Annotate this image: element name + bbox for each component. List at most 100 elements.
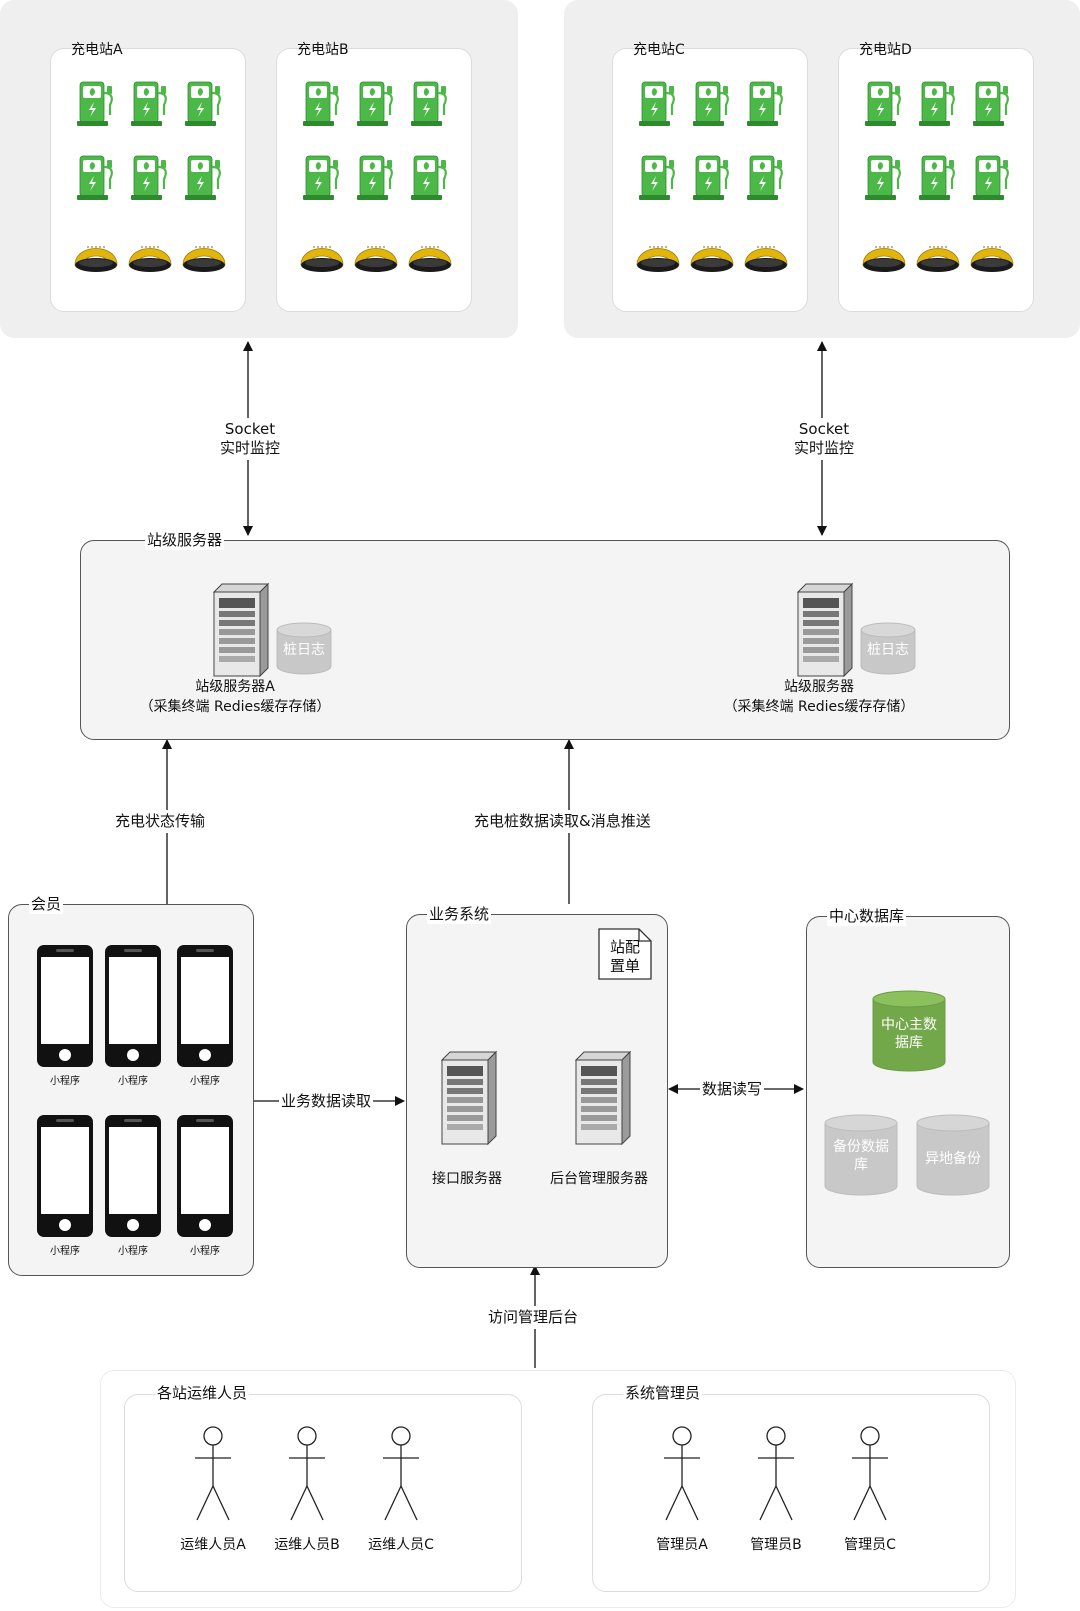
server-a-icon: [212, 582, 270, 680]
person-icon: [287, 1426, 327, 1526]
charger-icon: [303, 155, 343, 205]
charger-icon: [693, 81, 733, 131]
mobile-phone-icon: [104, 944, 162, 1072]
parking-lock-icon: [743, 235, 789, 279]
person-icon: [381, 1426, 421, 1526]
mini-program-label: 小程序: [118, 1076, 148, 1087]
ops-person-label: 运维人员A: [180, 1537, 246, 1553]
charger-icon: [865, 81, 905, 131]
charger-icon: [747, 155, 787, 205]
backup-db-line1: 备份数据: [833, 1139, 889, 1155]
parking-lock-icon: [635, 235, 681, 279]
station-b: 充电站B: [276, 42, 472, 312]
charger-icon: [973, 81, 1013, 131]
server-b-desc: （采集终端 Redies缓存存储）: [723, 699, 915, 715]
admin-person-label: 管理员A: [656, 1537, 708, 1553]
charger-icon: [693, 155, 733, 205]
member-label: 会员: [29, 894, 64, 914]
station-d-label: 充电站D: [859, 42, 912, 58]
api-server-icon: [440, 1050, 498, 1148]
socket-left-line1: Socket: [224, 420, 276, 438]
backup-db-label: 备份数据 库: [824, 1138, 898, 1174]
log-db-a-icon: [276, 622, 332, 678]
mobile-phone-icon: [176, 1114, 234, 1242]
server-a-desc: （采集终端 Redies缓存存储）: [139, 699, 331, 715]
mini-program-label: 小程序: [190, 1246, 220, 1257]
charger-icon: [973, 155, 1013, 205]
socket-right-line2: 实时监控: [793, 439, 854, 457]
admin-person-label: 管理员B: [750, 1537, 802, 1553]
person-icon: [756, 1426, 796, 1526]
station-c-label: 充电站C: [633, 42, 685, 58]
charger-icon: [865, 155, 905, 205]
admin-server-label: 后台管理服务器: [550, 1171, 648, 1187]
socket-left-line2: 实时监控: [219, 439, 280, 457]
parking-lock-icon: [969, 235, 1015, 279]
config-doc-line1: 站配: [609, 938, 640, 956]
biz-data-label: 业务数据读取: [279, 1090, 374, 1113]
mobile-phone-icon: [36, 944, 94, 1072]
charger-icon: [919, 81, 959, 131]
charger-icon: [411, 155, 451, 205]
charger-icon: [357, 155, 397, 205]
main-db-line1: 中心主数: [881, 1017, 937, 1033]
parking-lock-icon: [127, 235, 173, 279]
config-doc-icon: [598, 928, 652, 984]
remote-backup-icon: [916, 1114, 990, 1200]
station-a: 充电站A: [50, 42, 246, 312]
server-b-name: 站级服务器: [784, 679, 854, 695]
charger-icon: [131, 155, 171, 205]
business-label: 业务系统: [427, 904, 492, 924]
charger-icon: [77, 155, 117, 205]
person-icon: [850, 1426, 890, 1526]
mini-program-label: 小程序: [190, 1076, 220, 1087]
charger-icon: [639, 81, 679, 131]
backup-db-icon: [824, 1114, 898, 1200]
admins-label: 系统管理员: [623, 1383, 703, 1403]
ops-label: 各站运维人员: [155, 1383, 250, 1403]
remote-backup-label: 异地备份: [925, 1151, 981, 1167]
charge-status-label: 充电状态传输: [113, 810, 208, 833]
person-icon: [193, 1426, 233, 1526]
admin-person-label: 管理员C: [844, 1537, 896, 1553]
admins-group: 系统管理员: [592, 1383, 990, 1592]
socket-right-line1: Socket: [798, 420, 850, 438]
charger-icon: [185, 155, 225, 205]
ops-group: 各站运维人员: [124, 1383, 522, 1592]
charger-icon: [747, 81, 787, 131]
log-db-a-label: 桩日志: [283, 642, 325, 658]
config-doc-line2: 置单: [609, 957, 640, 975]
mini-program-label: 小程序: [118, 1246, 148, 1257]
parking-lock-icon: [407, 235, 453, 279]
parking-lock-icon: [181, 235, 227, 279]
charger-icon: [411, 81, 451, 131]
central-db-label: 中心数据库: [827, 906, 907, 926]
station-c: 充电站C: [612, 42, 808, 312]
person-icon: [662, 1426, 702, 1526]
charger-icon: [919, 155, 959, 205]
charger-icon: [185, 81, 225, 131]
parking-lock-icon: [915, 235, 961, 279]
charger-icon: [357, 81, 397, 131]
station-a-label: 充电站A: [71, 42, 123, 58]
backup-db-line2: 库: [854, 1157, 868, 1173]
mobile-phone-icon: [36, 1114, 94, 1242]
socket-left-label: Socket 实时监控: [212, 418, 288, 460]
main-db-line2: 据库: [895, 1035, 923, 1051]
charger-icon: [131, 81, 171, 131]
server-a-name: 站级服务器A: [195, 679, 275, 695]
charger-icon: [77, 81, 117, 131]
main-db-icon: [872, 990, 946, 1076]
admin-server-icon: [574, 1050, 632, 1148]
charger-icon: [303, 81, 343, 131]
pile-data-label: 充电桩数据读取&消息推送: [472, 810, 653, 833]
station-d: 充电站D: [838, 42, 1034, 312]
server-b-icon: [796, 582, 854, 680]
parking-lock-icon: [73, 235, 119, 279]
config-doc-label: 站配 置单: [598, 938, 652, 976]
ops-person-label: 运维人员B: [274, 1537, 340, 1553]
parking-lock-icon: [299, 235, 345, 279]
log-db-b-icon: [860, 622, 916, 678]
parking-lock-icon: [861, 235, 907, 279]
station-server-label: 站级服务器: [145, 530, 225, 550]
